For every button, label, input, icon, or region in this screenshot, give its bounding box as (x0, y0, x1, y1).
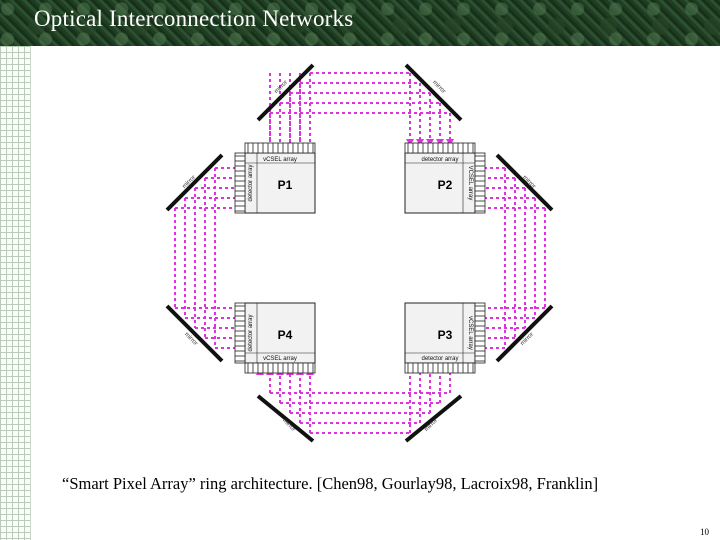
slide-title: Optical Interconnection Networks (34, 6, 354, 31)
processor-p1: vCSEL array detector array P1 (234, 142, 316, 214)
mirror-right-top (495, 153, 554, 212)
mirror-top-left (256, 63, 315, 122)
page-number: 10 (700, 527, 709, 537)
link-arrowhead (446, 139, 454, 146)
p4-array-label: vCSEL array (263, 356, 297, 362)
p3-side-label: vCSEL array (467, 316, 473, 350)
pin-comb (234, 152, 246, 214)
pin-comb (404, 142, 476, 154)
processor-p3: detector array vCSEL array P3 (404, 302, 486, 374)
link-arrowhead (426, 139, 434, 146)
mirror-left-bottom (165, 304, 224, 363)
decorative-side-strip (0, 46, 31, 540)
pin-comb (474, 152, 486, 214)
mirror-label: mirror (424, 418, 439, 433)
pin-comb (234, 302, 246, 364)
p3-label: P3 (438, 328, 453, 342)
processor-p4: vCSEL array detector array P4 (234, 302, 316, 374)
mirror-label: mirror (281, 418, 296, 433)
optical-links (174, 72, 546, 434)
mirror-bottom-left (256, 394, 315, 443)
p2-label: P2 (438, 178, 453, 192)
p1-array-label: vCSEL array (263, 157, 297, 163)
p4-label: P4 (278, 328, 293, 342)
p2-array-label: detector array (421, 157, 458, 163)
p2-side-label: VCSEL array (467, 166, 473, 201)
pin-comb (474, 302, 486, 364)
link-arrowhead (416, 139, 424, 146)
link-arrowhead (406, 139, 414, 146)
mirror-bottom-right (404, 394, 463, 443)
mirror-top-right (404, 63, 463, 122)
title-bar: Optical Interconnection Networks (0, 0, 720, 46)
p4-side-label: detector array (248, 314, 254, 351)
pin-comb (404, 362, 476, 374)
mirrors (165, 63, 554, 443)
p3-array-label: detector array (421, 356, 458, 362)
p1-side-label: detector array (248, 164, 254, 201)
figure-caption: “Smart Pixel Array” ring architecture. [… (62, 474, 599, 493)
mirror-right-bottom (495, 304, 554, 363)
pin-comb (244, 362, 316, 374)
mirror-left-top (165, 153, 224, 212)
pin-comb (244, 142, 316, 154)
p1-label: P1 (278, 178, 293, 192)
link-arrowhead (436, 139, 444, 146)
